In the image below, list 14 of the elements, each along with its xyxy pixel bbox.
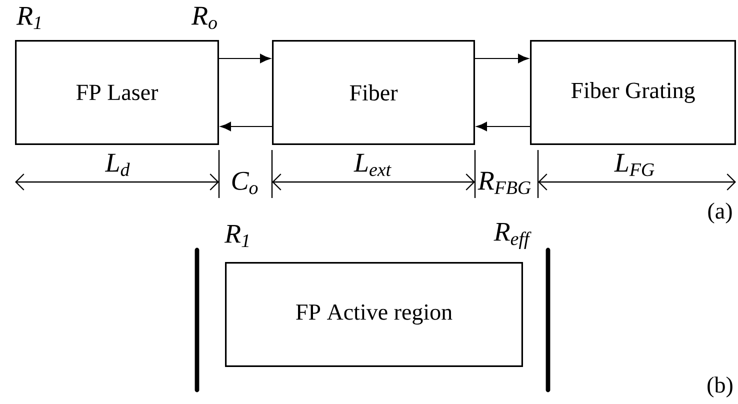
- arrow: [476, 122, 530, 132]
- dimension-label: R$_{FBG}$: [478, 172, 531, 194]
- arrow: [218, 54, 271, 64]
- block-box: Fiber Grating: [530, 40, 736, 145]
- dimension-label: (a): [708, 202, 732, 224]
- dimension-label: C$_{o}$: [232, 172, 258, 194]
- dimension-label: (b): [708, 376, 732, 398]
- block-box: Fiber: [272, 40, 475, 145]
- dimension-label: R$_{o}$: [191, 6, 217, 30]
- arrow: [474, 54, 529, 64]
- block-box: FP Active region: [225, 262, 523, 367]
- arrow: [220, 122, 272, 132]
- block-box: FP Laser: [15, 40, 220, 145]
- dimension-label: R$_{eff}$: [494, 222, 532, 249]
